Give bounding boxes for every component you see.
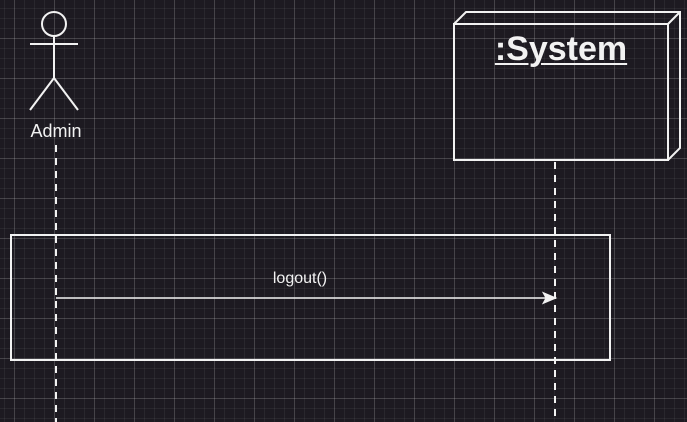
system-node-edge [667,11,681,25]
stick-figure-icon[interactable] [29,11,79,111]
arrowhead-icon [541,291,558,305]
actor-head [41,11,67,37]
message-label: logout() [272,270,328,287]
actor-right-leg [53,77,79,111]
system-node[interactable] [453,11,681,161]
system-node-front [453,23,669,161]
actor-label: Admin [30,121,82,141]
system-title: :System [494,30,628,68]
logout-message-arrow[interactable] [56,291,558,305]
interaction-frame[interactable] [10,234,611,361]
actor-left-leg [29,77,55,111]
